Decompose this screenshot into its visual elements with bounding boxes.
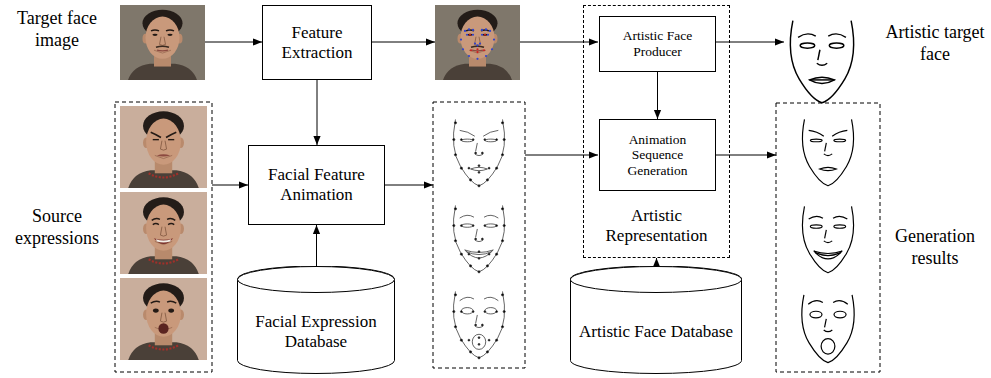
artistic-face bbox=[790, 21, 853, 103]
dashed-group bbox=[115, 102, 212, 372]
side-label: Generation results bbox=[882, 226, 988, 269]
text-wrap: Animation Sequence Generation bbox=[604, 132, 711, 179]
source-photos bbox=[120, 106, 207, 360]
node-text: Artistic Face Producer bbox=[604, 28, 711, 59]
dashed-group bbox=[776, 103, 880, 372]
flow-arrow bbox=[525, 155, 598, 156]
sketch-face bbox=[453, 119, 504, 185]
side-label: Artistic target face bbox=[882, 22, 988, 65]
flow-arrow bbox=[385, 185, 433, 186]
process-box: Animation Sequence Generation bbox=[599, 119, 716, 191]
sketch-face bbox=[453, 291, 504, 357]
process-box: Facial Feature Animation bbox=[248, 145, 385, 225]
face-features bbox=[151, 30, 174, 51]
flow-arrow bbox=[205, 42, 262, 43]
dashed-group bbox=[433, 102, 525, 368]
face-photo bbox=[128, 10, 197, 80]
result-face bbox=[802, 206, 853, 272]
text-wrap: Artistic Face Producer bbox=[604, 28, 711, 59]
artistic-face-drawing bbox=[790, 21, 853, 103]
flow-arrow bbox=[520, 42, 598, 43]
flow-arrow bbox=[715, 155, 776, 156]
cylinder-top bbox=[238, 267, 395, 293]
node-text: Facial Feature Animation bbox=[253, 165, 380, 204]
cylinder-top bbox=[571, 267, 742, 293]
flow-connector bbox=[317, 80, 318, 145]
flow-arrow bbox=[212, 185, 248, 186]
cylinder-body bbox=[571, 266, 742, 374]
cylinder-body bbox=[238, 266, 395, 373]
process-box: Artistic Face Producer bbox=[599, 16, 716, 72]
photo-background bbox=[435, 5, 520, 80]
result-faces bbox=[802, 119, 854, 362]
group-box: Artistic Representation Artistic Face Pro… bbox=[583, 5, 730, 258]
sketch-face bbox=[453, 205, 504, 271]
result-face bbox=[802, 295, 854, 363]
face-photo bbox=[128, 283, 199, 360]
text-wrap: Facial Feature Animation bbox=[253, 165, 380, 204]
text-wrap: Artistic Representation bbox=[588, 198, 725, 254]
text-wrap: Artistic Face Database bbox=[576, 296, 736, 368]
flow-connector bbox=[316, 225, 317, 266]
photo-background bbox=[120, 278, 207, 360]
side-label: Source expressions bbox=[4, 206, 110, 249]
database-cylinder: Artistic Face Database bbox=[570, 266, 742, 374]
landmark-dots bbox=[460, 28, 495, 60]
face-features bbox=[466, 30, 489, 51]
database-cylinder: Facial Expression Database bbox=[237, 266, 395, 374]
result-face bbox=[802, 119, 853, 185]
landmark-photo bbox=[435, 5, 520, 80]
text-wrap: Feature Extraction bbox=[267, 23, 367, 62]
face-photo bbox=[128, 197, 199, 274]
node-text: Animation Sequence Generation bbox=[604, 132, 711, 179]
text-wrap: Facial Expression Database bbox=[243, 296, 389, 368]
surprise-features bbox=[149, 301, 179, 349]
node-text: Artistic Representation bbox=[588, 206, 725, 245]
smile-features bbox=[149, 218, 179, 263]
photo-background bbox=[120, 106, 207, 188]
photo-background bbox=[120, 5, 205, 80]
side-label: Target face image bbox=[4, 8, 110, 51]
feature-sketches bbox=[453, 119, 506, 358]
angry-features bbox=[149, 132, 179, 177]
face-photo bbox=[128, 111, 199, 188]
cylinder-outline bbox=[570, 266, 742, 374]
face-photo bbox=[443, 10, 512, 80]
node-text: Facial Expression Database bbox=[243, 312, 389, 351]
sketch-dots bbox=[453, 208, 506, 273]
photo-background bbox=[120, 192, 207, 274]
sketch-dots bbox=[453, 294, 506, 359]
sketch-dots bbox=[453, 122, 506, 187]
node-text: Artistic Face Database bbox=[579, 322, 733, 342]
node-text: Feature Extraction bbox=[267, 23, 367, 62]
target-photo bbox=[120, 5, 205, 80]
flow-arrow bbox=[372, 42, 435, 43]
flow-connector bbox=[656, 258, 657, 266]
flow-arrow bbox=[715, 42, 784, 43]
process-box: Feature Extraction bbox=[262, 5, 372, 80]
flow-connector bbox=[657, 72, 658, 119]
